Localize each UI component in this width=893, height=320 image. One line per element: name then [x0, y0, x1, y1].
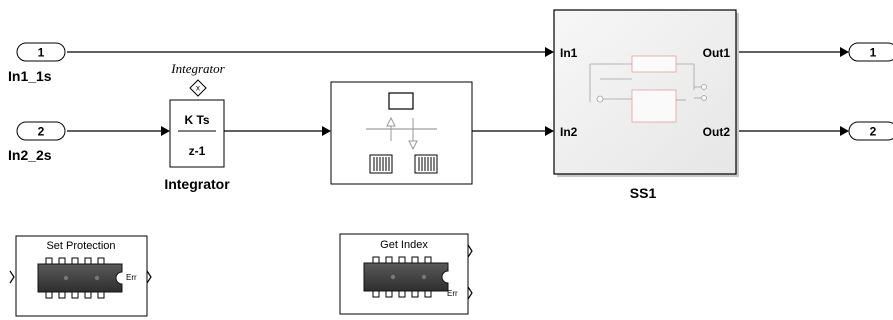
set-protection-err-label: Err	[126, 273, 137, 282]
subsystem-ss1[interactable]: In1 In2 Out1 Out2	[553, 9, 739, 177]
queue-icon-left	[369, 154, 393, 174]
signal-line-in2-to-integrator[interactable]	[67, 126, 170, 136]
subsystem-ss1-label: SS1	[630, 185, 657, 201]
inport-2[interactable]: 2	[16, 121, 66, 141]
get-index-title: Get Index	[380, 239, 428, 251]
get-index-output-port[interactable]	[467, 244, 473, 258]
integrator-title: Integrator	[170, 61, 225, 76]
inport-2-number: 2	[38, 125, 45, 139]
inport-1-label: In1_1s	[8, 68, 52, 84]
svg-text:x: x	[196, 84, 200, 93]
chip-icon	[37, 257, 123, 299]
set-protection-err-port[interactable]	[146, 270, 152, 284]
signal-line-block-to-ss1[interactable]	[472, 126, 554, 136]
get-index-err-label: Err	[447, 289, 458, 298]
set-protection-title: Set Protection	[46, 240, 115, 252]
ss1-out2-label: Out2	[703, 125, 731, 139]
queue-icon-right	[414, 154, 438, 174]
outport-2[interactable]: 2	[848, 121, 893, 141]
integrator-block[interactable]: K Ts z-1	[169, 99, 225, 168]
inport-2-label: In2_2s	[8, 147, 52, 163]
signal-line-out1[interactable]	[739, 47, 849, 57]
ss1-in2-label: In2	[560, 125, 578, 139]
set-protection-input-port[interactable]	[9, 270, 15, 284]
signal-line-integrator-to-block[interactable]	[224, 126, 331, 136]
outport-2-number: 2	[870, 125, 877, 139]
subsystem-preview-icon	[589, 55, 707, 123]
outport-1-number: 1	[870, 46, 877, 60]
ss1-out1-label: Out1	[703, 46, 731, 60]
set-protection-block[interactable]: Set Protection Err	[9, 235, 152, 317]
ss1-in1-label: In1	[560, 46, 578, 60]
chip-icon	[363, 256, 449, 298]
data-transfer-block[interactable]	[330, 81, 473, 185]
integrator-label: Integrator	[164, 176, 230, 192]
signal-line-in1-to-ss1[interactable]	[67, 47, 554, 57]
outport-1[interactable]: 1	[848, 42, 893, 62]
inport-1[interactable]: 1	[16, 42, 66, 62]
data-store-icon	[366, 92, 437, 151]
get-index-block[interactable]: Get Index Err	[339, 233, 473, 315]
integrator-denominator: z-1	[189, 144, 206, 158]
state-port-icon: x	[189, 79, 207, 97]
integrator-numerator: K Ts	[184, 113, 209, 127]
get-index-err-port[interactable]	[467, 286, 473, 300]
inport-1-number: 1	[38, 46, 45, 60]
signal-line-out2[interactable]	[739, 126, 849, 136]
